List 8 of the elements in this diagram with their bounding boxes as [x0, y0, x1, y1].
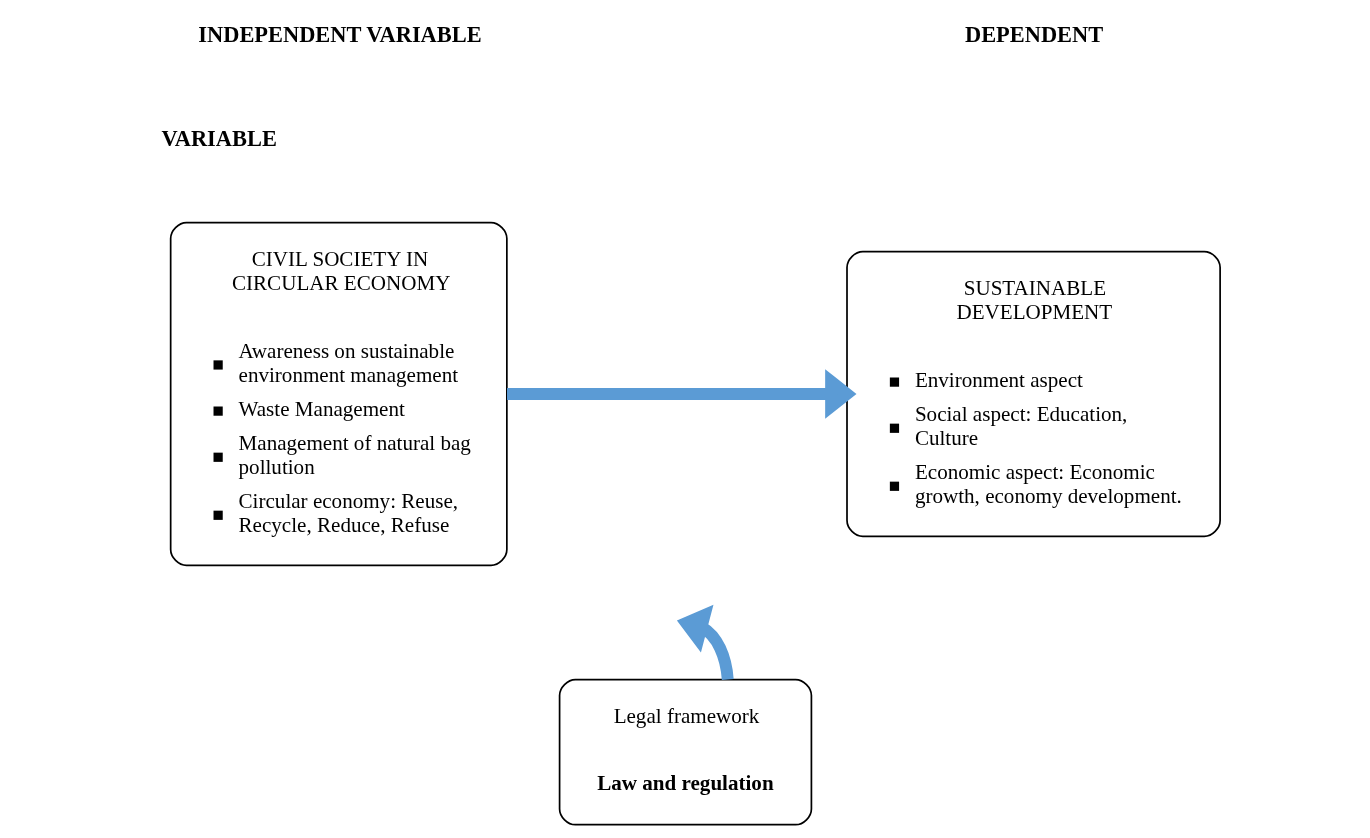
- label: INDEPENDENT VARIABLE: [197, 21, 482, 47]
- arrow: [506, 368, 856, 419]
- node-box: Legal framework Law and regulation: [558, 678, 812, 826]
- node-box: CIVIL SOCIETY IN CIRCULAR ECONOMY Awareness on sustainable environment management Waste Management Management of natural bag pollution Circular economy: Reuse, Recycle, Reduce, Refuse: [169, 221, 508, 566]
- arrow: [676, 604, 734, 680]
- label: DEPENDENT: [964, 21, 1103, 47]
- node-box: SUSTAINABLE DEVELOPMENT Environment aspect Social aspect: Education, Culture Economic aspect: Economic growth, economy development.: [845, 250, 1221, 537]
- label: VARIABLE: [160, 125, 277, 151]
